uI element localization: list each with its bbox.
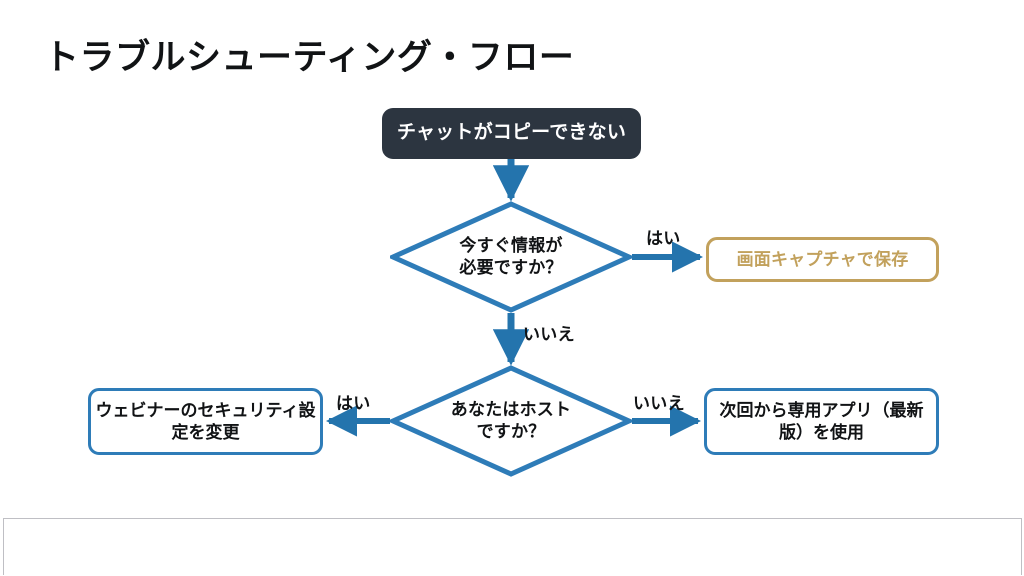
flow-node-problem[interactable]: チャットがコピーできない [382,108,641,159]
decision-label: 今すぐ情報が 必要ですか？ [390,201,632,313]
edge-label-no-to-app: いいえ [633,394,685,413]
edge-label-yes-to-capture: はい [646,229,681,248]
flow-node-outcome-screen-capture[interactable]: 画面キャプチャで保存 [706,237,939,282]
edge-label-yes-to-security: はい [336,394,371,413]
page-title: トラブルシューティング・フロー [44,38,575,77]
decision-label-line1: あなたはホスト [450,399,572,419]
notes-panel[interactable] [3,518,1022,575]
flow-node-decision-are-you-host[interactable]: あなたはホスト ですか？ [390,365,632,477]
flow-node-outcome-change-webinar-security[interactable]: ウェビナーのセキュリティ設定を変更 [88,388,323,455]
decision-label: あなたはホスト ですか？ [390,365,632,477]
edge-label-no-to-host-decision: いいえ [523,325,575,344]
flow-node-outcome-use-desktop-app[interactable]: 次回から専用アプリ（最新版）を使用 [704,388,939,455]
decision-label-line2: ですか？ [476,422,546,441]
decision-label-line1: 今すぐ情報が [459,235,563,255]
slide-bottom-divider [0,511,1024,512]
diamond-shape [390,365,632,477]
diamond-shape [390,201,632,313]
flow-node-decision-need-info-now[interactable]: 今すぐ情報が 必要ですか？ [390,201,632,313]
decision-label-line2: 必要ですか？ [459,258,563,277]
